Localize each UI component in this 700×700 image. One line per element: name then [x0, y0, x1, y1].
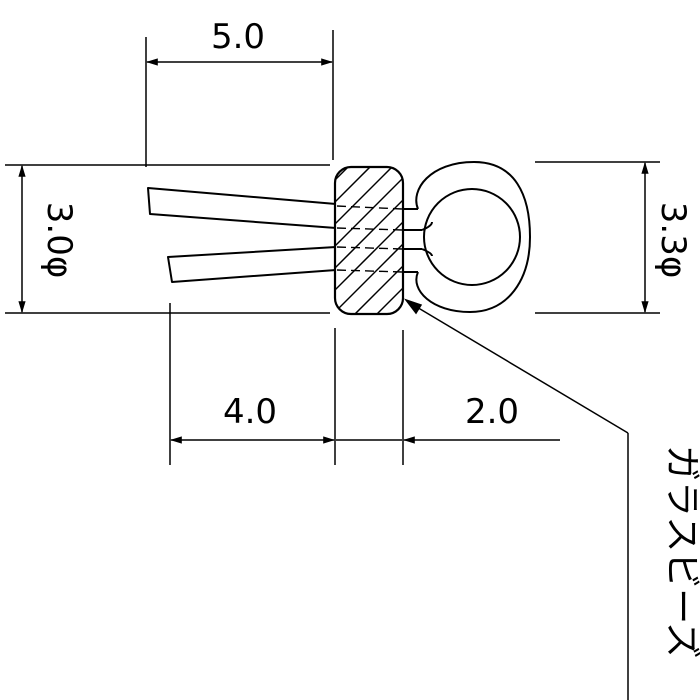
label-length-bottom-left: 4.0 [223, 392, 277, 432]
upper-fin [147, 187, 337, 229]
label-width-top: 5.0 [211, 17, 265, 57]
label-diameter-left: 3.0φ [39, 202, 79, 279]
dimension-lines [18, 58, 649, 444]
extension-lines [5, 30, 660, 465]
ring [403, 160, 532, 314]
callout-glass-beads: ガラスビーズ [661, 445, 700, 658]
label-length-bottom-right: 2.0 [465, 392, 519, 432]
leader-line [403, 298, 629, 700]
lower-fin [167, 246, 337, 283]
fins [147, 187, 337, 283]
glass-bead [333, 165, 405, 316]
label-diameter-right: 3.3φ [653, 202, 693, 279]
